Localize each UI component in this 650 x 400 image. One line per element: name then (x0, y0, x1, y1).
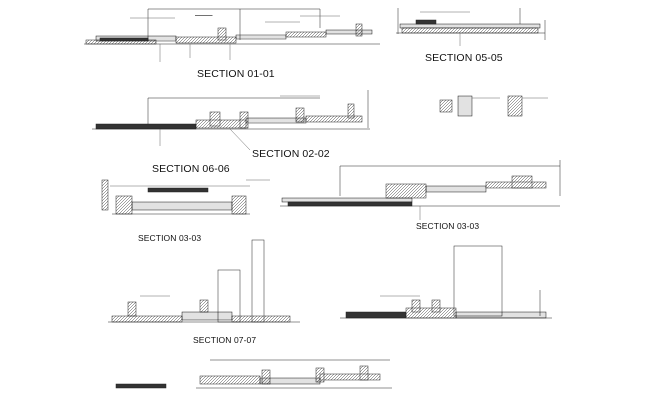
section-06-06-title: SECTION 06-06 (152, 163, 230, 175)
section-02-02-title: SECTION 02-02 (252, 148, 330, 160)
section-05-05-drawing (396, 8, 546, 46)
section-03-03-title-left: SECTION 03-03 (138, 233, 202, 243)
section-right-bottom-drawing (340, 245, 552, 319)
section-02-02-drawing (92, 90, 370, 151)
section-bottom-drawing (115, 359, 392, 389)
section-06-06-drawing (101, 179, 270, 215)
section-07-07-title: SECTION 07-07 (193, 335, 257, 345)
section-01-01-title: SECTION 01-01 (197, 68, 275, 80)
section-01-01-drawing (84, 8, 380, 62)
section-03-03-title-right: SECTION 03-03 (416, 221, 480, 231)
section-05-05-title: SECTION 05-05 (425, 52, 503, 64)
section-07-07-drawing (108, 239, 300, 323)
section-03-03b-drawing (280, 160, 561, 220)
detail-small-drawing (439, 95, 548, 117)
svg-text:▬▬▬▬▬▬▬: ▬▬▬▬▬▬▬ (195, 14, 213, 17)
